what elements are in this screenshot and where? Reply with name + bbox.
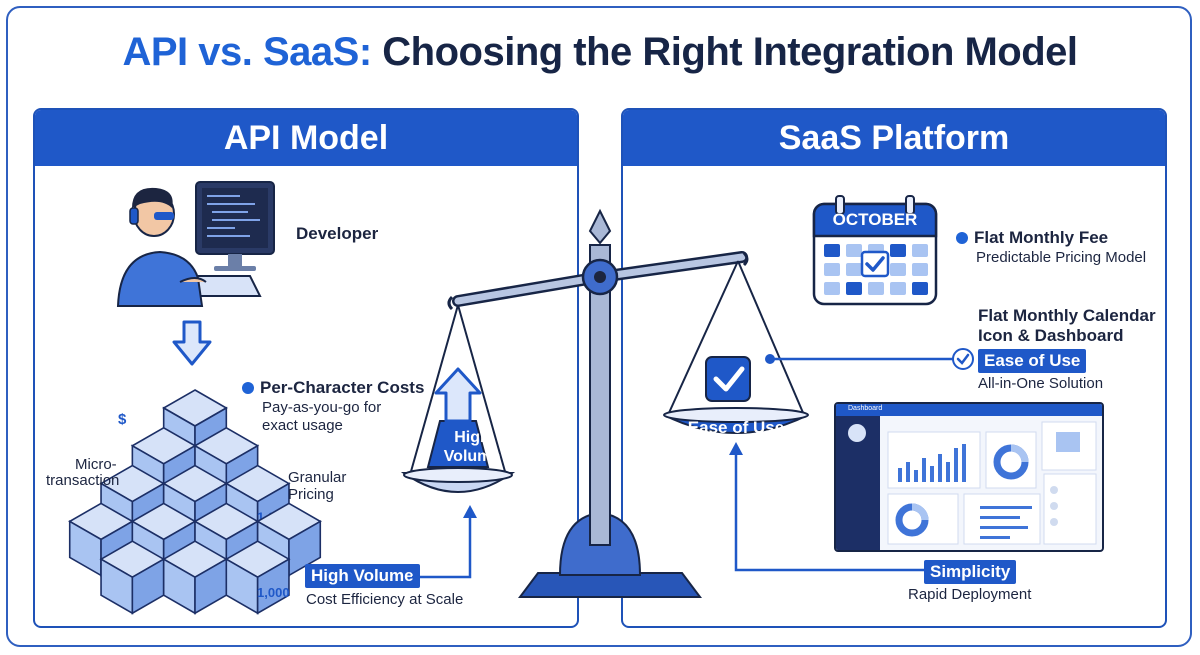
calendar-day-cell bbox=[846, 244, 862, 257]
connector-line-right-bottom bbox=[729, 442, 928, 572]
developer-label: Developer bbox=[296, 224, 379, 243]
cost-efficiency-label: Cost Efficiency at Scale bbox=[306, 591, 464, 608]
dashboard-sidebar bbox=[836, 416, 880, 550]
left-weight-line-2: Volume bbox=[443, 448, 501, 465]
outer-frame bbox=[6, 6, 1192, 647]
calendar-day-cell bbox=[890, 263, 906, 276]
dashboard-topbar bbox=[836, 404, 1102, 416]
micro-label-2: transaction bbox=[46, 472, 120, 489]
calendar-icon bbox=[812, 195, 938, 306]
per-char-desc-2: exact usage bbox=[262, 417, 343, 434]
left-weight-line-1: High bbox=[454, 429, 490, 446]
api-panel-heading: API Model bbox=[35, 110, 577, 166]
calendar-day-cell bbox=[890, 282, 906, 295]
granular-label-2: Pricing bbox=[288, 486, 334, 503]
calendar-day-cell bbox=[824, 263, 840, 276]
dashboard-mockup: Dashboard bbox=[834, 402, 1104, 552]
developer-illustration bbox=[116, 181, 275, 307]
all-in-one-label: All-in-One Solution bbox=[978, 375, 1104, 392]
flat-fee-desc: Predictable Pricing Model bbox=[976, 249, 1147, 266]
bullet-dot-icon bbox=[242, 382, 254, 394]
dashboard-title: Dashboard bbox=[848, 405, 883, 412]
flat-fee-title: Flat Monthly Fee bbox=[956, 228, 1108, 247]
dashboard-content bbox=[887, 421, 1097, 545]
granular-label-1: Granular bbox=[288, 469, 347, 486]
cube bbox=[99, 540, 166, 615]
right-pan-label: Ease of Use bbox=[687, 418, 785, 437]
calendar-day-cell bbox=[912, 282, 928, 295]
down-arrow-icon bbox=[172, 320, 212, 366]
calendar-day-cell bbox=[868, 282, 884, 295]
calendar-day-cell bbox=[824, 244, 840, 257]
saas-panel-heading: SaaS Platform bbox=[623, 110, 1165, 166]
avatar bbox=[848, 424, 866, 442]
calendar-caption-1: Flat Monthly Calendar bbox=[978, 306, 1156, 325]
page-title: API vs. SaaS: Choosing the Right Integra… bbox=[0, 30, 1200, 75]
left-weight-label: High Volume bbox=[436, 428, 508, 466]
calendar-month: OCTOBER bbox=[832, 210, 918, 229]
per-char-title: Per-Character Costs bbox=[242, 378, 424, 397]
cube-pyramid: $1,000$1,000 bbox=[68, 389, 322, 615]
connector-line-left bbox=[412, 505, 477, 579]
micro-label-1: Micro- bbox=[75, 456, 117, 473]
flat-fee-title-text: Flat Monthly Fee bbox=[974, 228, 1109, 247]
calendar-day-cell bbox=[846, 282, 862, 295]
check-circle-icon bbox=[952, 348, 974, 370]
calendar-day-cell bbox=[912, 244, 928, 257]
connector-line-right-top bbox=[765, 354, 954, 364]
bullet-dot-icon bbox=[956, 232, 968, 244]
title-accent: API vs. SaaS: bbox=[122, 30, 372, 74]
cube: 1,000 bbox=[224, 540, 291, 615]
per-char-desc-1: Pay-as-you-go for bbox=[262, 399, 382, 416]
balance-scale bbox=[400, 208, 809, 598]
high-volume-tag: High Volume bbox=[305, 564, 420, 588]
calendar-day-cell bbox=[890, 244, 906, 257]
simplicity-tag: Simplicity bbox=[924, 560, 1017, 584]
calendar-caption-2: Icon & Dashboard bbox=[978, 326, 1124, 345]
rapid-deployment-label: Rapid Deployment bbox=[908, 586, 1032, 603]
dollar-sign-floating: $ bbox=[118, 411, 127, 428]
calendar-day-cell bbox=[846, 263, 862, 276]
title-rest: Choosing the Right Integration Model bbox=[371, 30, 1078, 74]
ease-of-use-tag: Ease of Use bbox=[978, 349, 1087, 373]
calendar-day-cell bbox=[824, 282, 840, 295]
per-char-title-text: Per-Character Costs bbox=[260, 378, 425, 397]
cube-label: 1,000 bbox=[257, 585, 290, 600]
calendar-day-cell bbox=[912, 263, 928, 276]
